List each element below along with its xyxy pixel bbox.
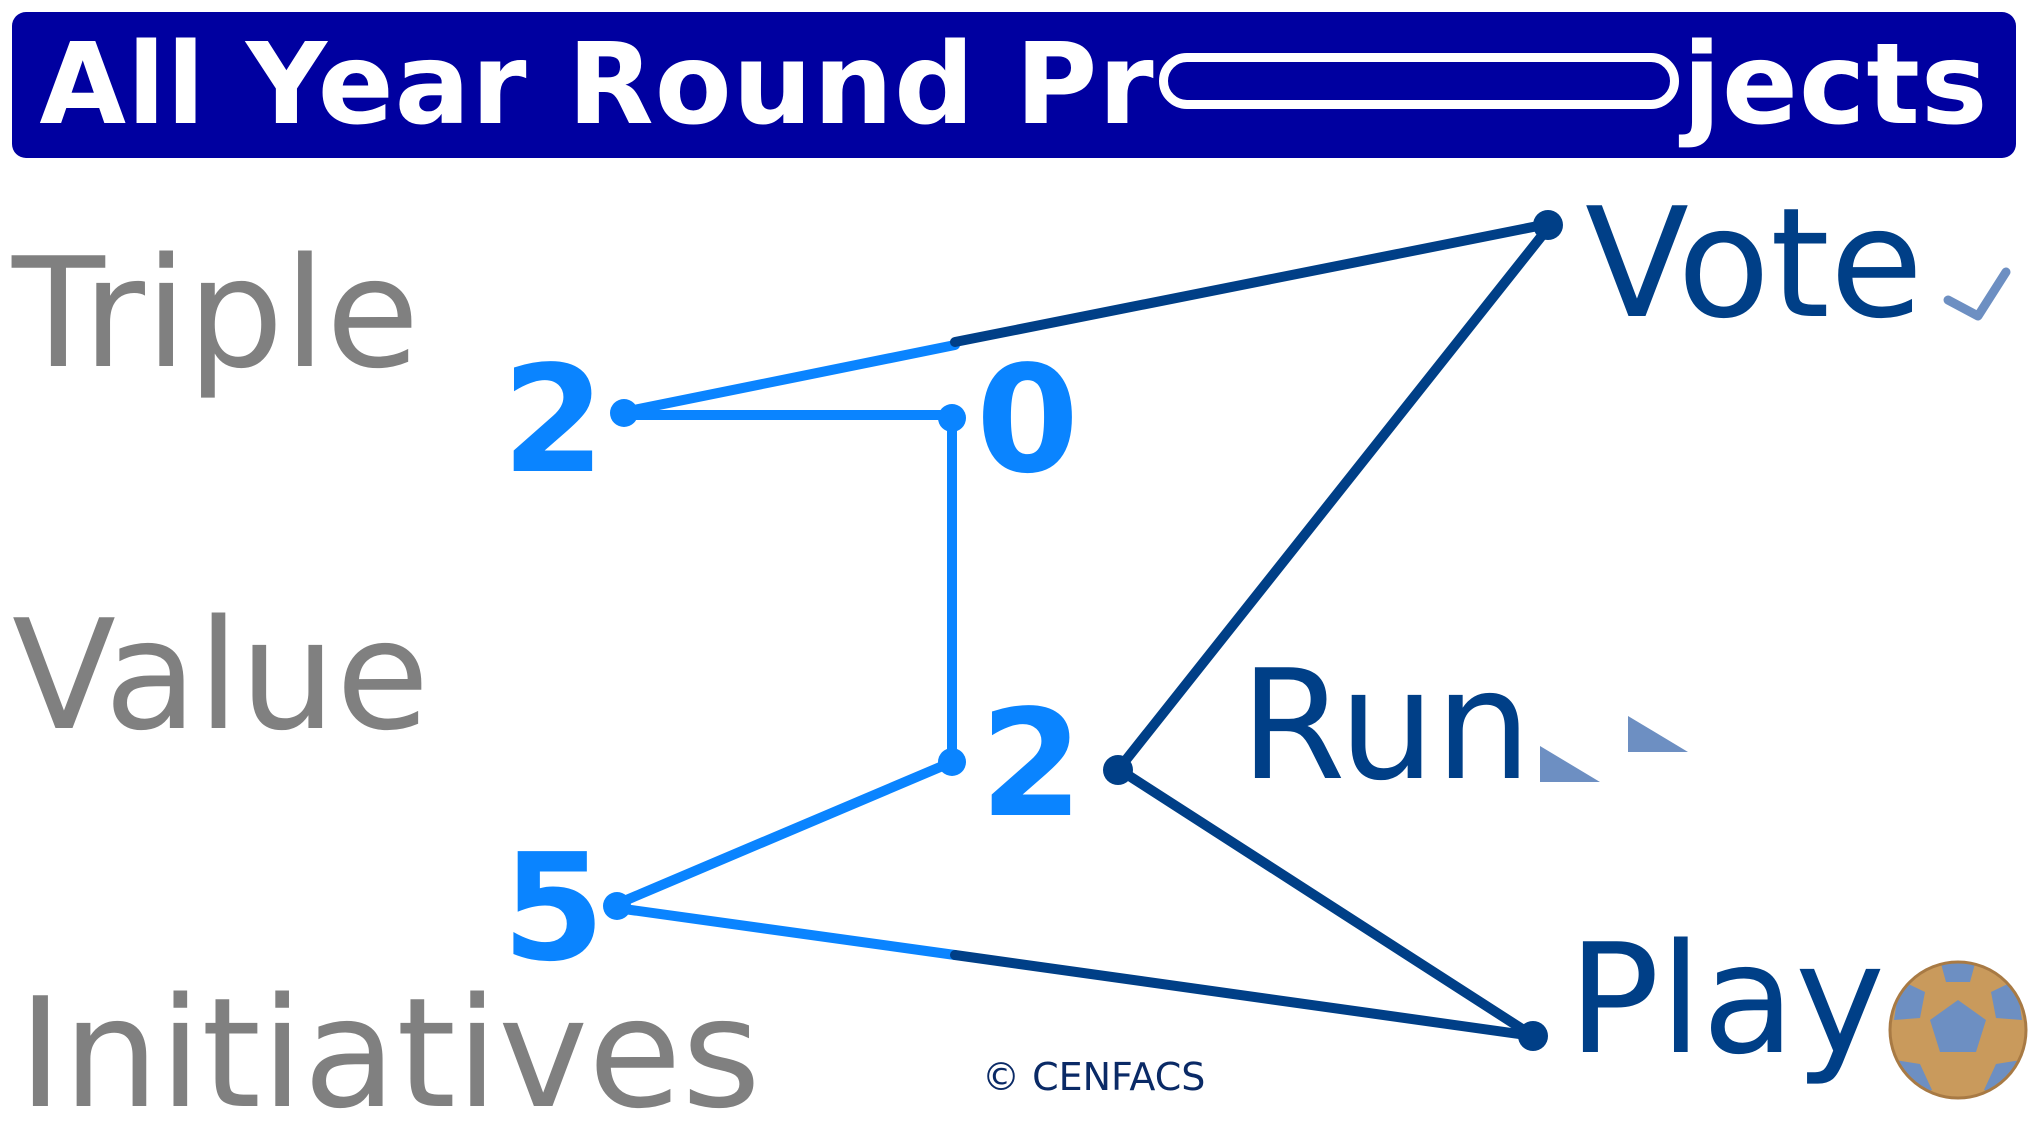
node-run xyxy=(1103,755,1133,785)
line-2-to-vote-light xyxy=(619,340,960,417)
node-digit-2-mid xyxy=(938,748,966,776)
action-run: Run xyxy=(1240,637,1532,814)
digit-2-top: 2 xyxy=(502,334,605,506)
word-value: Value xyxy=(12,587,430,764)
banner-title-right: jects xyxy=(1682,20,1989,150)
node-vote xyxy=(1533,210,1563,240)
digit-5: 5 xyxy=(502,822,605,994)
banner-title-left: All Year Round Pr xyxy=(39,20,1155,150)
action-vote: Vote xyxy=(1585,175,1924,352)
banner-title: All Year Round Pr jects xyxy=(12,12,2016,158)
node-digit-0 xyxy=(938,404,966,432)
line-5-to-play-light xyxy=(612,903,960,960)
line-to-play xyxy=(950,950,1538,1041)
copyright-text: © CENFACS xyxy=(982,1055,1206,1099)
digit-0: 0 xyxy=(976,334,1079,506)
banner-rounded-box xyxy=(1158,53,1679,109)
node-digit-5 xyxy=(603,892,631,920)
line-vote-to-run xyxy=(1113,223,1553,775)
dark-connector-lines xyxy=(950,219,1553,1041)
line-to-vote xyxy=(950,219,1553,347)
light-connector-lines xyxy=(612,340,960,960)
node-play xyxy=(1518,1021,1548,1051)
stripes-icon xyxy=(1540,716,1688,782)
title-banner: All Year Round Pr jects xyxy=(12,12,2016,158)
line-run-to-play xyxy=(1115,765,1538,1041)
check-mark-icon xyxy=(1943,267,2011,321)
football-icon xyxy=(1888,960,2028,1100)
node-digit-2-top xyxy=(610,399,638,427)
line-2-to-5 xyxy=(612,757,957,909)
connector-diagram xyxy=(603,210,2028,1100)
digit-2-mid: 2 xyxy=(980,678,1083,850)
word-triple: Triple xyxy=(12,225,420,402)
word-initiatives: Initiatives xyxy=(18,965,761,1142)
action-play: Play xyxy=(1568,911,1885,1088)
